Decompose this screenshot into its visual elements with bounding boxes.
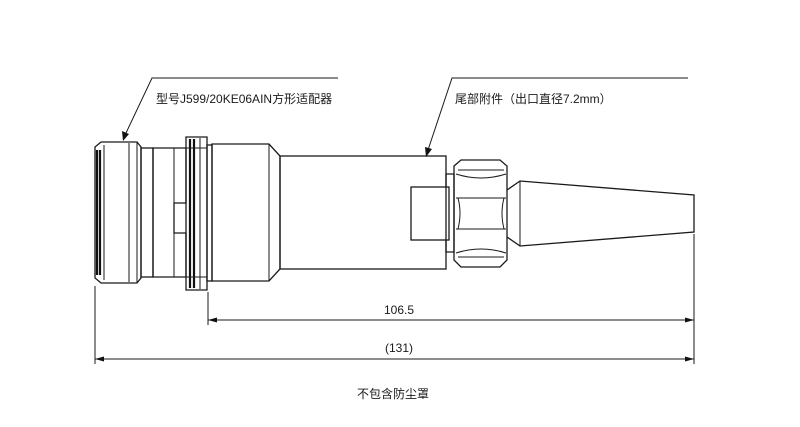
adapter-body [211, 143, 281, 282]
dimension-131-value: (131) [385, 341, 413, 355]
connector-nose [94, 141, 142, 284]
adapter-callout-label: 型号J599/20KE06AIN方形适配器 [156, 91, 332, 106]
dimension-106-5 [208, 317, 694, 323]
square-flange [140, 147, 187, 278]
footnote: 不包含防尘罩 [357, 386, 429, 401]
adapter-leader [122, 77, 338, 141]
cable-boot [506, 180, 695, 247]
coupling-ring [185, 136, 213, 291]
tail-tube [279, 155, 450, 270]
tail-callout-label: 尾部附件（出口直径7.2mm） [455, 91, 612, 106]
dimension-131 [95, 356, 694, 362]
hex-nut [445, 159, 508, 268]
tail-leader [425, 77, 688, 157]
dimension-106-5-value: 106.5 [384, 303, 414, 317]
